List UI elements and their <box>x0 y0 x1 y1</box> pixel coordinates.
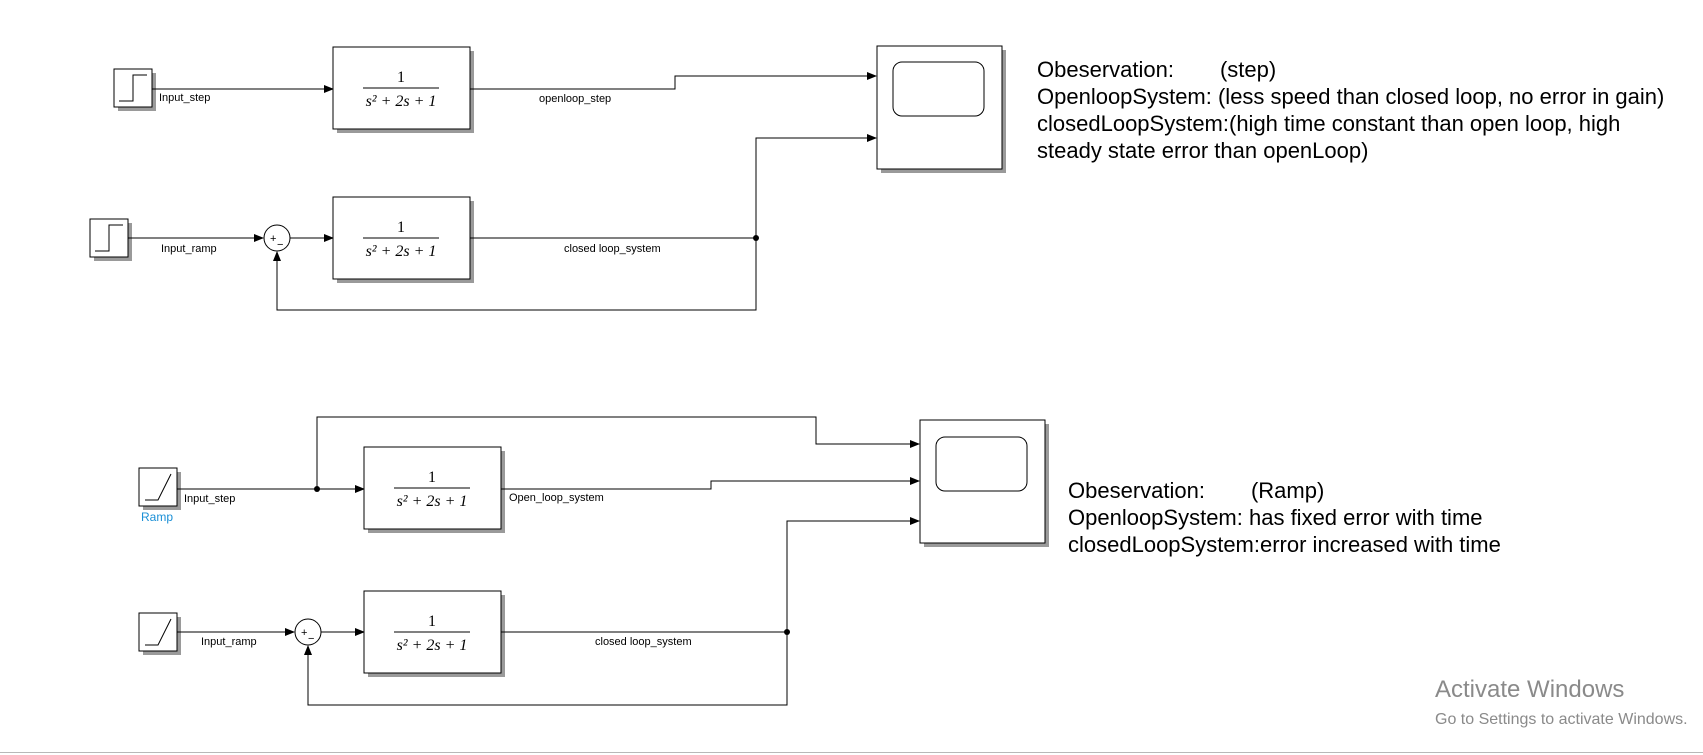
tf-denominator: s² + 2s + 1 <box>366 93 437 110</box>
bottom-border <box>0 752 1703 753</box>
tf-numerator: 1 <box>397 219 405 236</box>
feedback-line <box>273 238 757 311</box>
step-observation-note: Obeservation: (step) OpenloopSystem: (les… <box>1037 56 1677 164</box>
closed-loop-label: closed loop_system <box>564 243 661 255</box>
observation-heading-line: Obeservation: (step) <box>1037 56 1677 83</box>
observation-case: (Ramp) <box>1250 478 1325 503</box>
ramp-block-label: Ramp <box>141 510 173 524</box>
ramp-observation-note: Obeservation: (Ramp) OpenloopSystem: has … <box>1068 477 1668 558</box>
transfer-fcn-block[interactable]: 1 s² + 2s + 1 <box>332 196 474 283</box>
input-ramp-label: Input_ramp <box>201 636 257 648</box>
step-source-block[interactable] <box>89 218 132 261</box>
observation-heading-line: Obeservation: (Ramp) <box>1068 477 1668 504</box>
ramp-source-block[interactable] <box>138 612 181 655</box>
tf-numerator: 1 <box>428 613 436 630</box>
observation-heading: Obeservation: <box>1037 57 1174 82</box>
tf-numerator: 1 <box>397 69 405 86</box>
sum-plus-sign: + <box>301 627 307 639</box>
closed-loop-label: closed loop_system <box>595 636 692 648</box>
transfer-fcn-block[interactable]: 1 s² + 2s + 1 <box>332 46 474 133</box>
sum-plus-sign: + <box>270 233 276 245</box>
feedback-line <box>304 632 788 706</box>
tf-numerator: 1 <box>428 469 436 486</box>
closed-loop-to-scope-line <box>755 134 877 238</box>
closed-loop-to-scope-line <box>786 517 920 632</box>
input-step-label: Input_step <box>184 493 235 505</box>
transfer-fcn-block[interactable]: 1 s² + 2s + 1 <box>363 590 505 677</box>
observation-case: (step) <box>1219 57 1277 82</box>
input-ramp-label: Input_ramp <box>161 243 217 255</box>
openloop-step-line <box>470 72 877 90</box>
open-loop-system-label: Open_loop_system <box>509 492 604 504</box>
transfer-fcn-block[interactable]: 1 s² + 2s + 1 <box>363 446 505 533</box>
sum-block[interactable]: + − <box>263 224 291 252</box>
open-loop-observation: OpenloopSystem: has fixed error with tim… <box>1068 505 1483 530</box>
sum-minus-sign: − <box>277 239 283 251</box>
ramp-source-block[interactable] <box>138 467 181 510</box>
observation-heading: Obeservation: <box>1068 478 1205 503</box>
scope-screen-icon <box>935 436 1028 492</box>
tf-denominator: s² + 2s + 1 <box>366 243 437 260</box>
scope-block[interactable] <box>876 45 1006 173</box>
sum-block[interactable]: + − <box>294 618 322 646</box>
input-step-label: Input_step <box>159 92 210 104</box>
open-loop-observation: OpenloopSystem: (less speed than closed … <box>1037 84 1665 109</box>
input-to-scope-line <box>316 416 920 489</box>
tf-denominator: s² + 2s + 1 <box>397 637 468 654</box>
activate-windows-subtitle: Go to Settings to activate Windows. <box>1435 711 1688 728</box>
closed-loop-observation: closedLoopSystem:error increased with ti… <box>1068 532 1501 557</box>
step-source-block[interactable] <box>113 68 156 111</box>
activate-windows-title: Activate Windows <box>1435 676 1625 703</box>
scope-screen-icon <box>892 61 985 117</box>
openloop-step-label: openloop_step <box>539 93 611 105</box>
scope-block[interactable] <box>919 419 1049 547</box>
closed-loop-observation: closedLoopSystem:(high time constant tha… <box>1037 111 1621 163</box>
open-loop-system-line <box>501 477 920 490</box>
tf-denominator: s² + 2s + 1 <box>397 493 468 510</box>
sum-minus-sign: − <box>308 633 314 645</box>
